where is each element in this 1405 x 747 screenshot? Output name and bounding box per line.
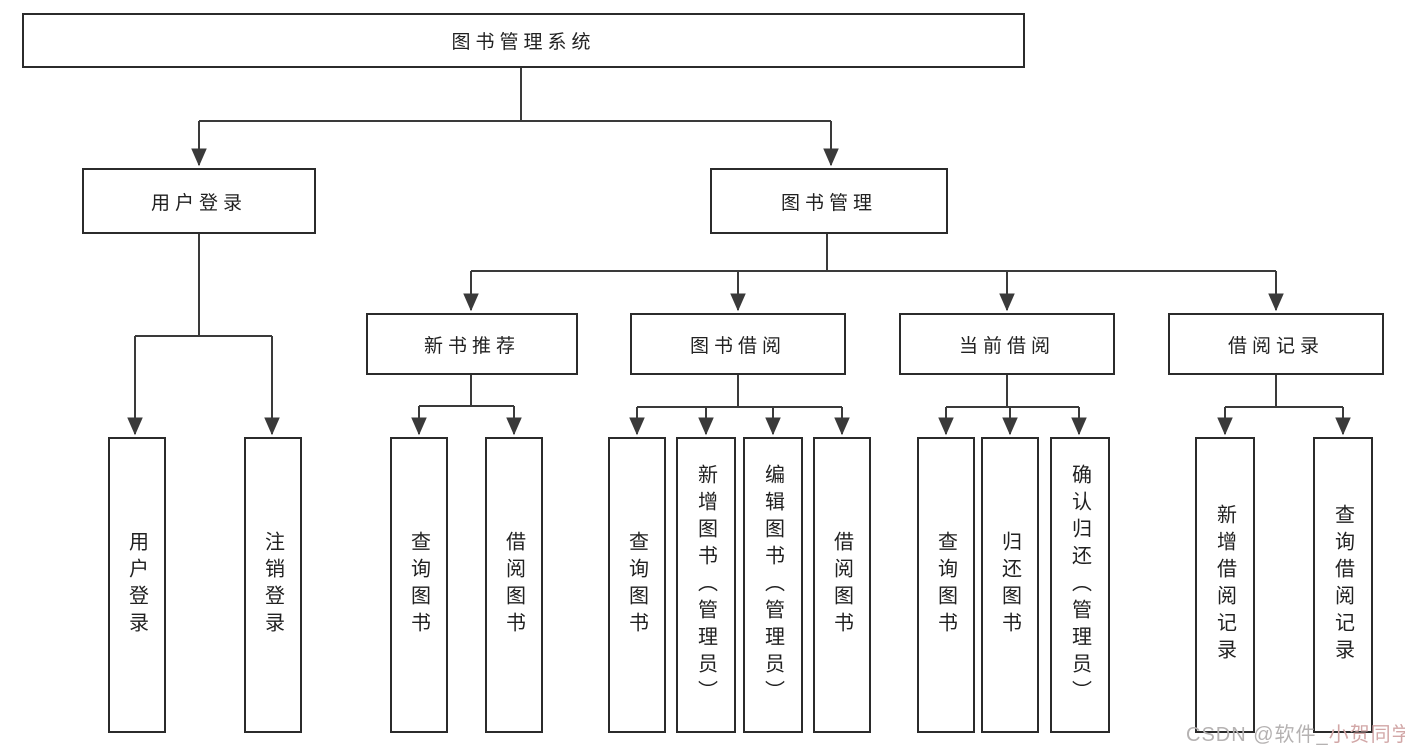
node-book-management: 图书管理 [710, 168, 948, 234]
node-borrow-record: 借阅记录 [1168, 313, 1384, 375]
node-user-login: 用户登录 [82, 168, 316, 234]
leaf-current-confirm-return-admin: 确认归还（管理员） [1050, 437, 1110, 733]
leaf-current-query-book: 查询图书 [917, 437, 975, 733]
leaf-record-add-record: 新增借阅记录 [1195, 437, 1255, 733]
watermark: CSDN @软件_小贺同学 [1186, 718, 1405, 747]
leaf-record-query-record: 查询借阅记录 [1313, 437, 1373, 733]
leaf-borrow-query-book: 查询图书 [608, 437, 666, 733]
leaf-borrow-edit-book-admin: 编辑图书（管理员） [743, 437, 803, 733]
leaf-current-return-book: 归还图书 [981, 437, 1039, 733]
leaf-borrow-add-book-admin: 新增图书（管理员） [676, 437, 736, 733]
watermark-prefix: CSDN @软件_ [1186, 724, 1329, 746]
leaf-borrow-borrow-book: 借阅图书 [813, 437, 871, 733]
leaf-logout: 注销登录 [244, 437, 302, 733]
node-book-borrow: 图书借阅 [630, 313, 846, 375]
leaf-recommend-borrow-book: 借阅图书 [485, 437, 543, 733]
leaf-recommend-query-book: 查询图书 [390, 437, 448, 733]
watermark-suffix: 小贺同学 [1328, 724, 1405, 746]
node-current-borrow: 当前借阅 [899, 313, 1115, 375]
node-new-book-recommend: 新书推荐 [366, 313, 578, 375]
leaf-user-login: 用户登录 [108, 437, 166, 733]
node-root: 图书管理系统 [22, 13, 1025, 68]
